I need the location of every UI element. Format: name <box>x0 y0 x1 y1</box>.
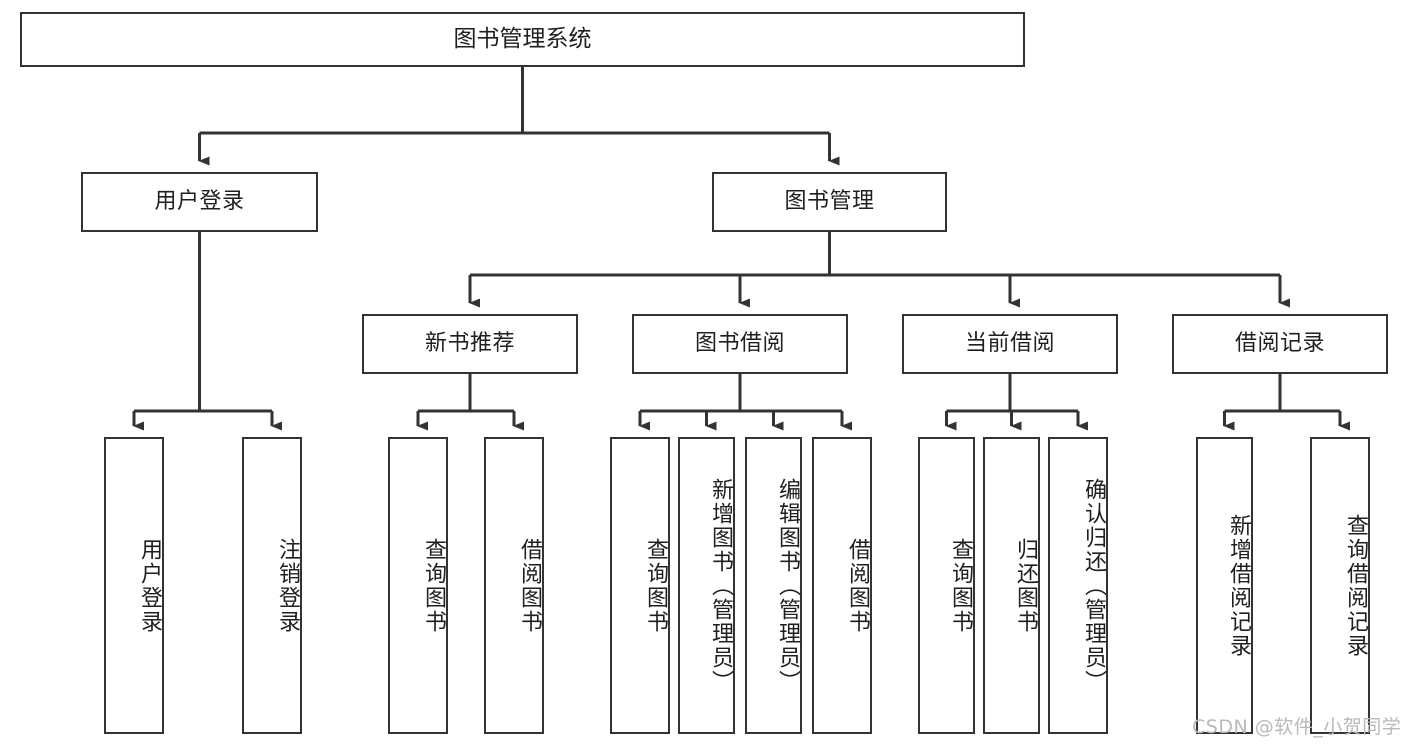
node-label: 编辑图书（管理员） <box>775 477 800 694</box>
node-label: 用户登录 <box>154 189 245 215</box>
node-root-图书管理系统[interactable]: 图书管理系统 <box>20 12 1025 67</box>
node-label: 新增图书（管理员） <box>708 477 733 694</box>
node-label: 注销登录 <box>275 537 300 634</box>
node-label: 查询图书 <box>421 537 446 634</box>
node-l2-3[interactable]: 借阅记录 <box>1172 314 1388 374</box>
node-leaf-4[interactable]: 查询图书 <box>610 437 670 734</box>
node-l1-0[interactable]: 用户登录 <box>81 172 318 232</box>
node-l2-0[interactable]: 新书推荐 <box>362 314 578 374</box>
watermark-text: CSDN @软件_小贺同学 <box>1192 716 1402 738</box>
node-leaf-8[interactable]: 查询图书 <box>918 437 975 734</box>
node-leaf-9[interactable]: 归还图书 <box>983 437 1040 734</box>
node-label: 图书借阅 <box>694 331 785 357</box>
node-label: 查询借阅记录 <box>1343 513 1368 658</box>
node-label: 图书管理系统 <box>453 25 592 52</box>
node-leaf-7[interactable]: 借阅图书 <box>812 437 872 734</box>
node-leaf-2[interactable]: 查询图书 <box>388 437 448 734</box>
node-leaf-1[interactable]: 注销登录 <box>242 437 302 734</box>
node-leaf-11[interactable]: 新增借阅记录 <box>1196 437 1253 734</box>
node-leaf-6[interactable]: 编辑图书（管理员） <box>745 437 802 734</box>
node-leaf-10[interactable]: 确认归还（管理员） <box>1048 437 1108 734</box>
node-label: 新增借阅记录 <box>1226 513 1251 658</box>
node-label: 借阅记录 <box>1234 331 1325 357</box>
node-leaf-0[interactable]: 用户登录 <box>104 437 164 734</box>
node-label: 查询图书 <box>948 537 973 634</box>
node-l2-1[interactable]: 图书借阅 <box>632 314 848 374</box>
node-label: 查询图书 <box>643 537 668 634</box>
node-leaf-12[interactable]: 查询借阅记录 <box>1310 437 1370 734</box>
node-l1-1[interactable]: 图书管理 <box>712 172 947 232</box>
node-label: 借阅图书 <box>845 537 870 634</box>
node-label: 当前借阅 <box>964 331 1055 357</box>
node-l2-2[interactable]: 当前借阅 <box>902 314 1118 374</box>
node-label: 用户登录 <box>137 537 162 634</box>
node-label: 借阅图书 <box>517 537 542 634</box>
node-leaf-3[interactable]: 借阅图书 <box>484 437 544 734</box>
node-label: 图书管理 <box>784 189 875 215</box>
node-label: 确认归还（管理员） <box>1081 477 1106 694</box>
node-leaf-5[interactable]: 新增图书（管理员） <box>678 437 735 734</box>
node-label: 归还图书 <box>1013 537 1038 634</box>
node-label: 新书推荐 <box>424 331 515 357</box>
